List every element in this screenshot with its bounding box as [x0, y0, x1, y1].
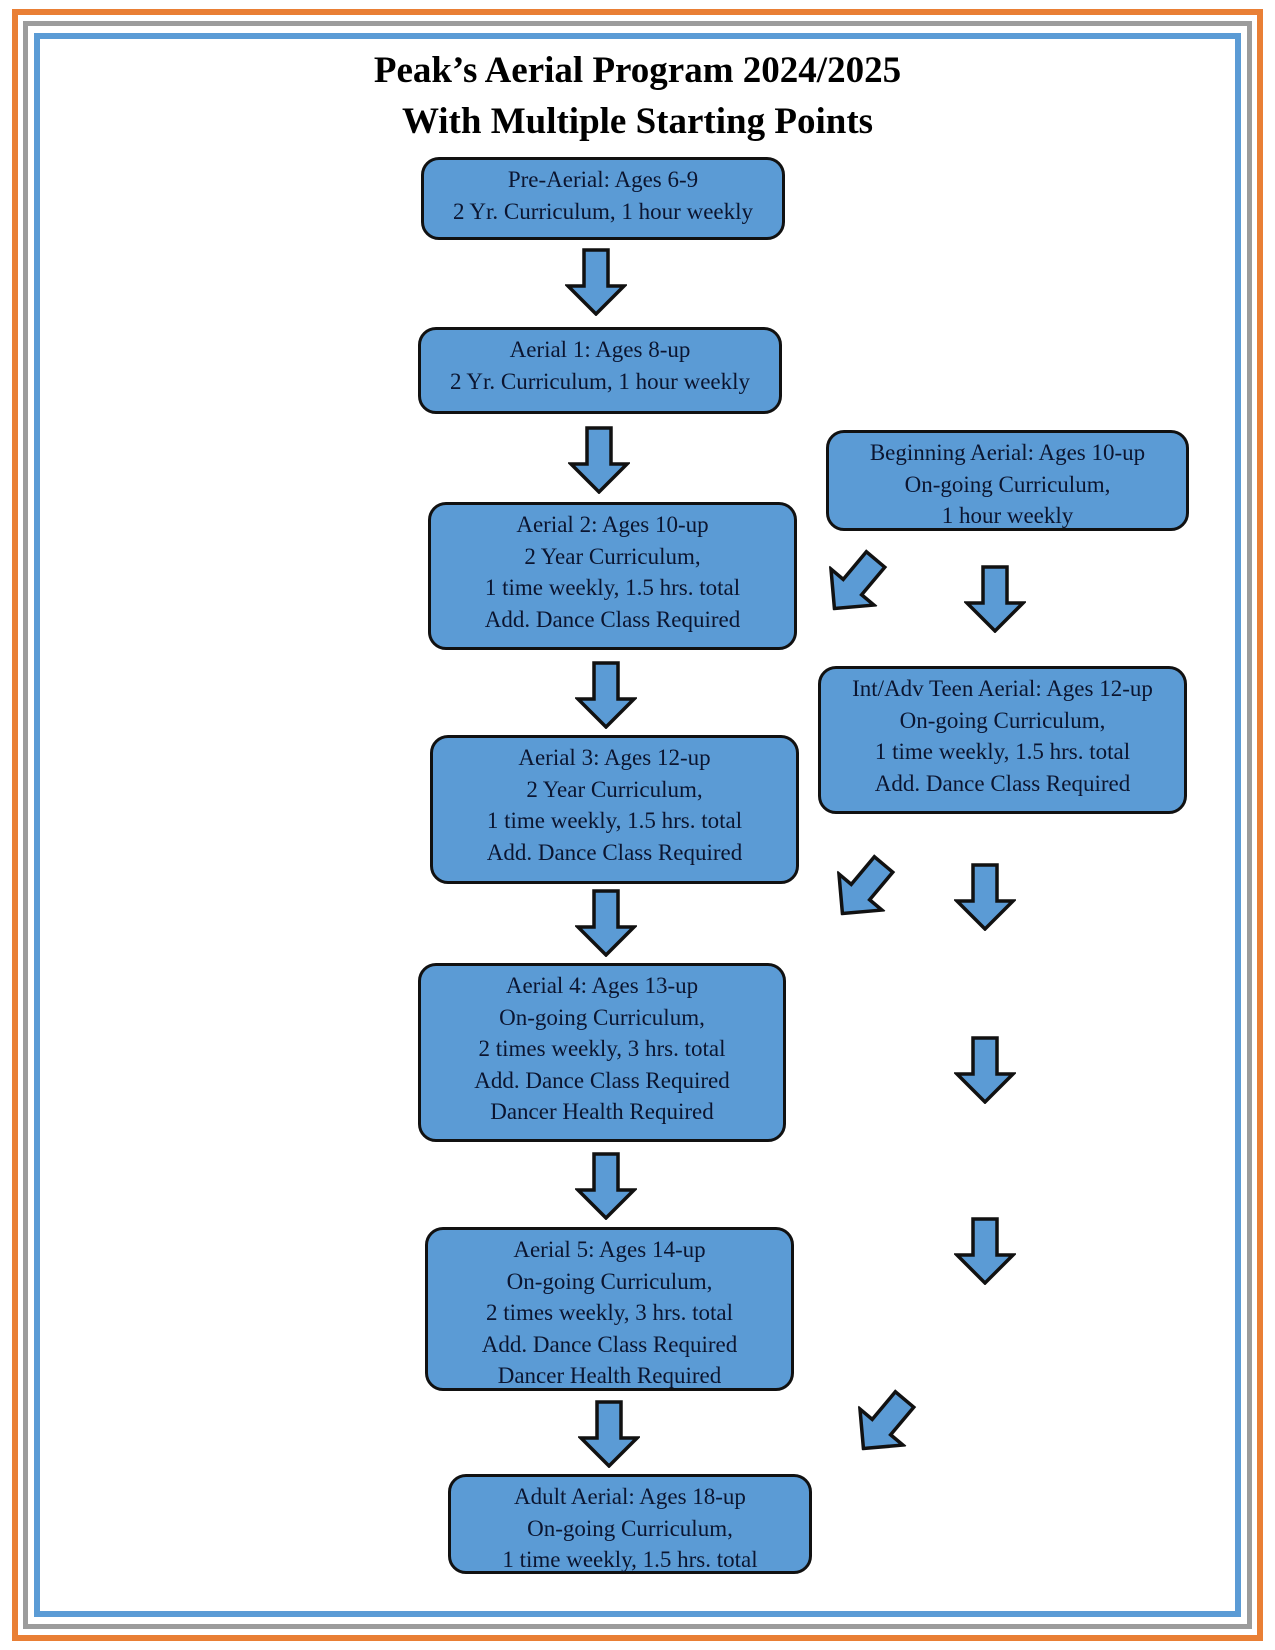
box-line: 1 hour weekly: [941, 503, 1074, 528]
diagonal-arrow-icon: [828, 549, 888, 611]
box-line: On-going Curriculum,: [904, 471, 1111, 497]
down-arrow-icon: [954, 1217, 1016, 1285]
box-aerial3: Aerial 3: Ages 12-up 2 Year Curriculum, 1 …: [430, 735, 799, 884]
box-line: Add. Dance Class Required: [484, 606, 741, 632]
box-line: Adult Aerial: Ages 18-up: [514, 1484, 746, 1509]
box-line: Add. Dance Class Required: [874, 770, 1131, 796]
box-line: Dancer Health Required: [497, 1363, 722, 1388]
page-subtitle: With Multiple Starting Points: [401, 101, 874, 142]
box-line: Aerial 3: Ages 12-up: [518, 745, 711, 770]
down-arrow-icon: [578, 1400, 640, 1468]
box-line: 1 time weekly, 1.5 hrs. total: [484, 575, 741, 600]
box-line: 2 times weekly, 3 hrs. total: [486, 1300, 733, 1325]
box-line: On-going Curriculum,: [899, 707, 1106, 733]
box-line: 2 Year Curriculum,: [524, 543, 701, 569]
outer-orange-border: [12, 9, 1263, 1641]
box-line: Pre-Aerial: Ages 6-9: [507, 167, 699, 192]
gray-border: [23, 21, 1252, 1629]
inner-blue-border: [34, 33, 1241, 1617]
down-arrow-icon: [575, 1152, 637, 1220]
box-line: Aerial 2: Ages 10-up: [516, 512, 709, 537]
box-line: Aerial 1: Ages 8-up: [509, 337, 691, 362]
box-line: On-going Curriculum,: [506, 1268, 713, 1294]
box-line: 1 time weekly, 1.5 hrs. total: [502, 1547, 758, 1572]
box-line: Int/Adv Teen Aerial: Ages 12-up: [852, 676, 1153, 701]
down-arrow-icon: [565, 248, 627, 316]
down-arrow-icon: [568, 426, 630, 494]
box-line: Add. Dance Class Required: [481, 1331, 738, 1357]
diagonal-arrow-icon: [836, 854, 896, 916]
down-arrow-icon: [575, 661, 637, 729]
box-pre-aerial: Pre-Aerial: Ages 6-9 2 Yr. Curriculum, 1 …: [421, 157, 785, 240]
box-line: 2 Yr. Curriculum, 1 hour weekly: [449, 368, 750, 394]
box-aerial2: Aerial 2: Ages 10-up 2 Year Curriculum, 1 …: [428, 502, 797, 650]
box-line: Add. Dance Class Required: [474, 1067, 730, 1093]
box-line: On-going Curriculum,: [499, 1004, 705, 1030]
box-aerial1: Aerial 1: Ages 8-up 2 Yr. Curriculum, 1 h…: [418, 327, 782, 414]
box-line: 1 time weekly, 1.5 hrs. total: [486, 808, 743, 833]
box-line: Beginning Aerial: Ages 10-up: [869, 440, 1146, 465]
down-arrow-icon: [954, 1036, 1016, 1104]
box-line: 2 Yr. Curriculum, 1 hour weekly: [452, 198, 753, 224]
box-line: 2 times weekly, 3 hrs. total: [478, 1036, 726, 1061]
box-line: On-going Curriculum,: [527, 1515, 733, 1541]
down-arrow-icon: [964, 565, 1026, 633]
box-line: 1 time weekly, 1.5 hrs. total: [874, 739, 1131, 764]
down-arrow-icon: [575, 889, 637, 957]
box-line: 2 Year Curriculum,: [526, 776, 703, 802]
box-line: Dancer Health Required: [490, 1099, 714, 1124]
box-line: Aerial 5: Ages 14-up: [513, 1237, 706, 1262]
box-line: Aerial 4: Ages 13-up: [505, 973, 699, 998]
page-title: Peak’s Aerial Program 2024/2025: [373, 50, 902, 91]
diagonal-arrow-icon: [857, 1389, 917, 1451]
down-arrow-icon: [954, 863, 1016, 931]
box-line: Add. Dance Class Required: [486, 839, 743, 865]
